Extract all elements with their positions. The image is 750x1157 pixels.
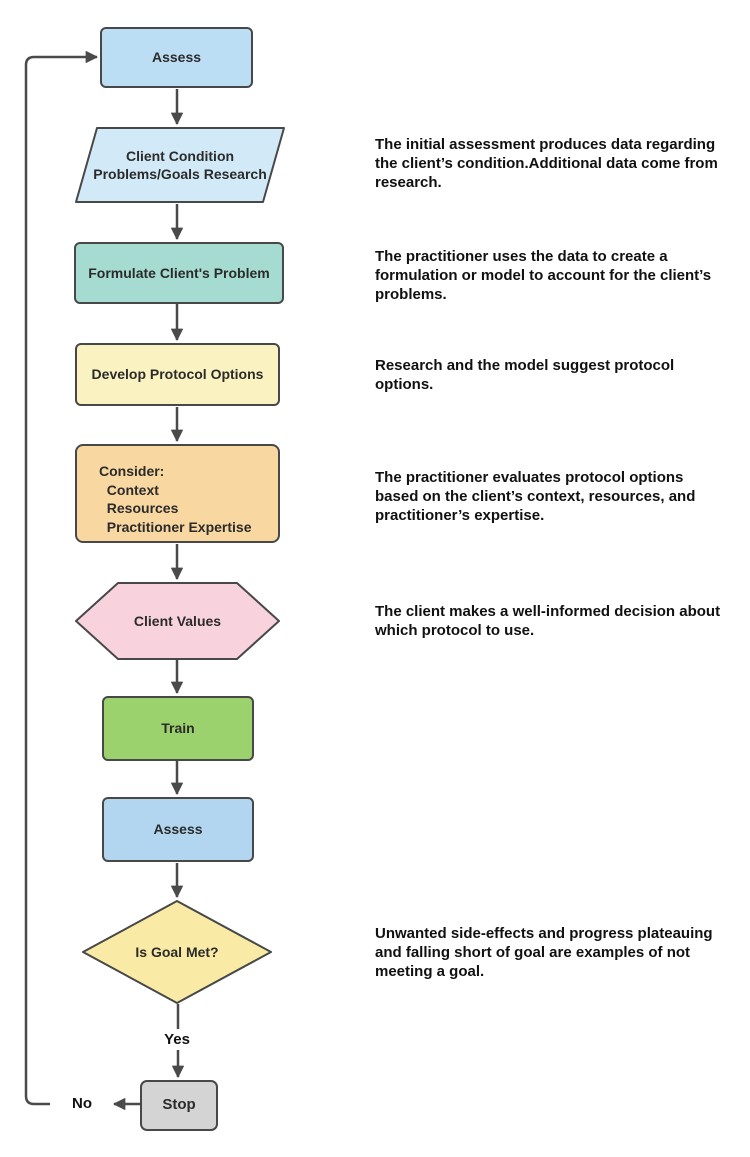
edge-label-no: No (72, 1095, 92, 1112)
diamond-shape (82, 900, 272, 1004)
edge-no-loop-rail (24, 51, 98, 1106)
edge-label-yes: Yes (157, 1029, 197, 1050)
annotation-evaluate-options: The practitioner evaluates protocol opti… (375, 469, 696, 524)
node-client-values-label: Client Values (133, 612, 222, 629)
node-develop-protocol-label: Develop Protocol Options (91, 366, 264, 383)
node-client-condition-label: Client Condition Problems/Goals Research (93, 147, 267, 183)
hexagon-shape (75, 582, 280, 660)
node-client-condition: Client Condition Problems/Goals Research (75, 127, 285, 203)
annotation-protocol-options: Research and the model suggest protocol … (375, 357, 675, 393)
node-consider: Consider: Context Resources Practitioner… (75, 444, 280, 543)
node-stop: Stop (140, 1080, 218, 1131)
annotation-initial-assessment: The initial assessment produces data reg… (375, 136, 718, 191)
node-assess-2: Assess (102, 797, 254, 862)
node-is-goal-met: Is Goal Met? (82, 900, 272, 1004)
annotation-formulation: The practitioner uses the data to create… (375, 248, 712, 303)
node-assess-top-label: Assess (151, 49, 202, 66)
node-stop-label: Stop (162, 1096, 196, 1114)
node-is-goal-met-label: Is Goal Met? (135, 943, 219, 960)
annotation-goal-not-met: Unwanted side-effects and progress plate… (375, 925, 713, 980)
node-formulate-problem-label: Formulate Client's Problem (88, 264, 270, 281)
parallelogram-shape (75, 127, 285, 203)
node-consider-label: Consider: Context Resources Practitioner… (99, 463, 252, 535)
annotation-client-decision: The client makes a well-informed decisio… (375, 603, 721, 639)
node-assess-2-label: Assess (153, 821, 203, 838)
node-client-values: Client Values (75, 582, 280, 660)
node-develop-protocol: Develop Protocol Options (75, 343, 280, 406)
node-train-label: Train (161, 720, 195, 737)
node-train: Train (102, 696, 254, 761)
node-assess-top: Assess (100, 27, 253, 88)
node-formulate-problem: Formulate Client's Problem (74, 242, 284, 304)
